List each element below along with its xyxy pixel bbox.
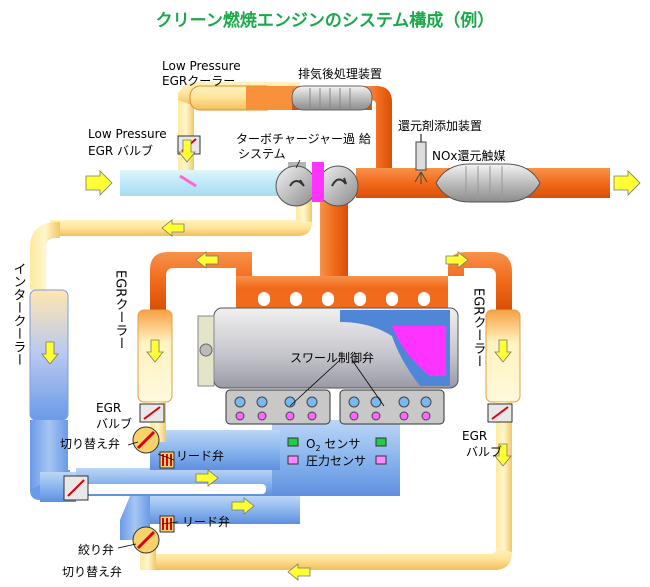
reed-valve-bottom (159, 515, 175, 533)
arrow-return-bottom (287, 563, 311, 581)
exhaust-pipes (150, 86, 610, 310)
label-egr-valve-left-1: EGR (96, 401, 121, 415)
label-switch-valve-bottom: 切り替え弁 (62, 564, 122, 579)
leader-lines (117, 159, 385, 549)
label-lp-egr-cooler-1: Low Pressure (162, 59, 241, 73)
label-throttle-valve: 絞り弁 (78, 542, 114, 557)
page-title: クリーン燃焼エンジンのシステム構成（例） (156, 10, 495, 31)
arrow-charge-air (161, 219, 185, 237)
arrow-lp-egr (178, 139, 196, 163)
arrow-exhaust-out (613, 170, 641, 196)
egr-valve-left (139, 403, 165, 423)
label-egr-cooler-right: EGRクーラー (471, 288, 486, 367)
engine-block (197, 307, 459, 389)
label-aftertreatment: 排気後処理装置 (298, 66, 382, 81)
turbocharger (275, 162, 359, 207)
label-reductant-dosing: 還元剤添加装置 (398, 118, 482, 133)
label-turbo-2: システム (238, 147, 286, 161)
arrow-intake-2 (231, 497, 255, 515)
arrow-return-right (494, 443, 512, 467)
label-egr-valve-left-2: バルブ (96, 416, 132, 431)
label-pressure-sensor: 圧力センサ (306, 454, 366, 468)
aftertreatment-device (291, 85, 373, 111)
arrow-intercooler (41, 341, 59, 365)
label-o2-sensor: O2 センサ (306, 437, 360, 453)
label-egr-cooler-left: EGRクーラー (113, 270, 128, 349)
label-egr-valve-right-2: バルブ (466, 444, 502, 459)
label-reed-valve-bottom: リード弁 (182, 514, 230, 529)
arrow-intake-1 (195, 469, 219, 487)
arrow-egr-cooler-right (494, 339, 512, 363)
label-switch-valve-top: 切り替え弁 (60, 436, 120, 451)
charge-air-pipe (30, 196, 312, 290)
nox-catalyst (435, 163, 541, 203)
label-lp-egr-cooler-2: EGRクーラー (162, 74, 235, 88)
label-egr-valve-right-1: EGR (462, 429, 487, 443)
intake-ports (225, 389, 445, 425)
switching-valve-top (132, 426, 160, 454)
lp-egr-inlet-mark (179, 174, 197, 188)
fresh-air-intake-pipe (120, 170, 296, 196)
arrow-egr-cooler-left (146, 339, 164, 363)
throttle-valve (63, 475, 89, 501)
flow-arrows (41, 139, 641, 581)
label-intercooler: インタークーラー (11, 262, 26, 366)
egr-valve-right (487, 403, 513, 423)
label-turbo-1: ターボチャージャー過 給 (236, 132, 371, 146)
label-reed-valve-top: リード弁 (176, 448, 224, 463)
lp-egr-cooler-hot-end (246, 86, 292, 110)
label-lp-egr-valve-2: EGR バルブ (88, 143, 153, 158)
reed-valve-top (159, 451, 175, 469)
label-lp-egr-valve-1: Low Pressure (88, 127, 167, 141)
arrow-egr-left-top (195, 251, 219, 269)
pressure-sensor (287, 455, 387, 465)
o2-sensor (287, 437, 387, 447)
arrow-intake-in (85, 170, 113, 196)
label-swirl-valve: スワール制御弁 (290, 350, 374, 365)
arrow-egr-right-top (445, 251, 469, 269)
label-nox-catalyst: NOx還元触媒 (432, 149, 506, 163)
switching-valve-bottom (132, 526, 160, 554)
